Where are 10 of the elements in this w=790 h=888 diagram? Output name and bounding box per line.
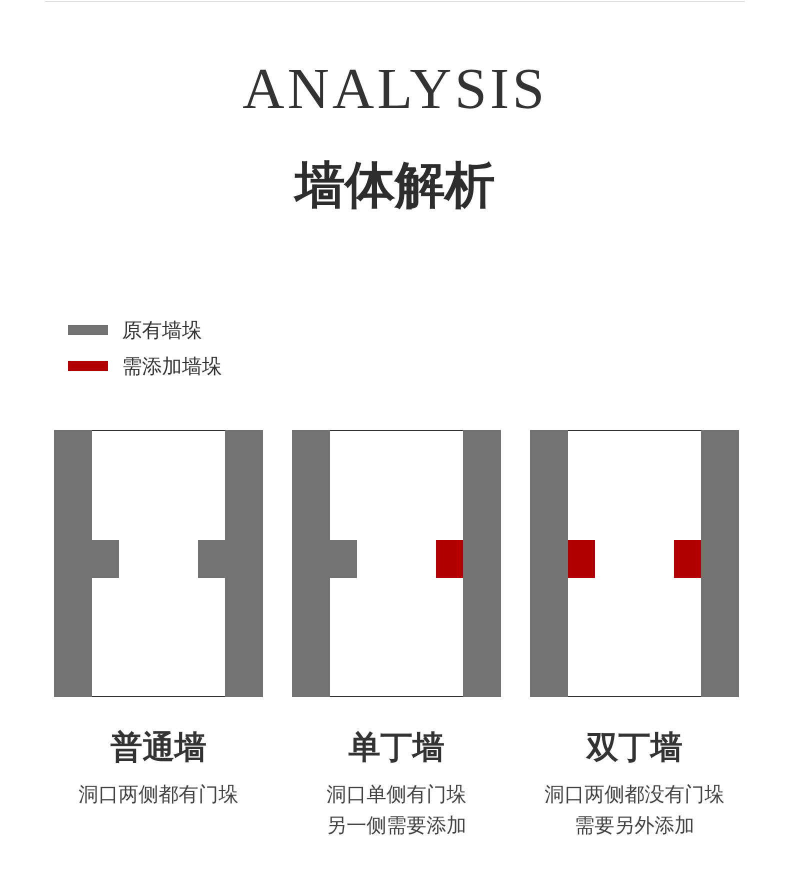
wall-description: 洞口单侧有门垛另一侧需要添加 [326, 781, 466, 839]
wall-description: 洞口两侧都没有门垛需要另外添加 [544, 781, 724, 839]
wall-type-heading: 单丁墙 [348, 727, 446, 767]
wall-description: 洞口两侧都有门垛 [78, 781, 238, 808]
title: ANALYSIS [242, 60, 548, 118]
wall-type-heading: 双丁墙 [584, 727, 684, 767]
legend-label: 原有墙垛 [122, 318, 202, 342]
subtitle: 墙体解析 [292, 155, 496, 215]
legend-label: 需添加墙垛 [122, 354, 222, 378]
wall-type-heading: 普通墙 [110, 727, 208, 767]
